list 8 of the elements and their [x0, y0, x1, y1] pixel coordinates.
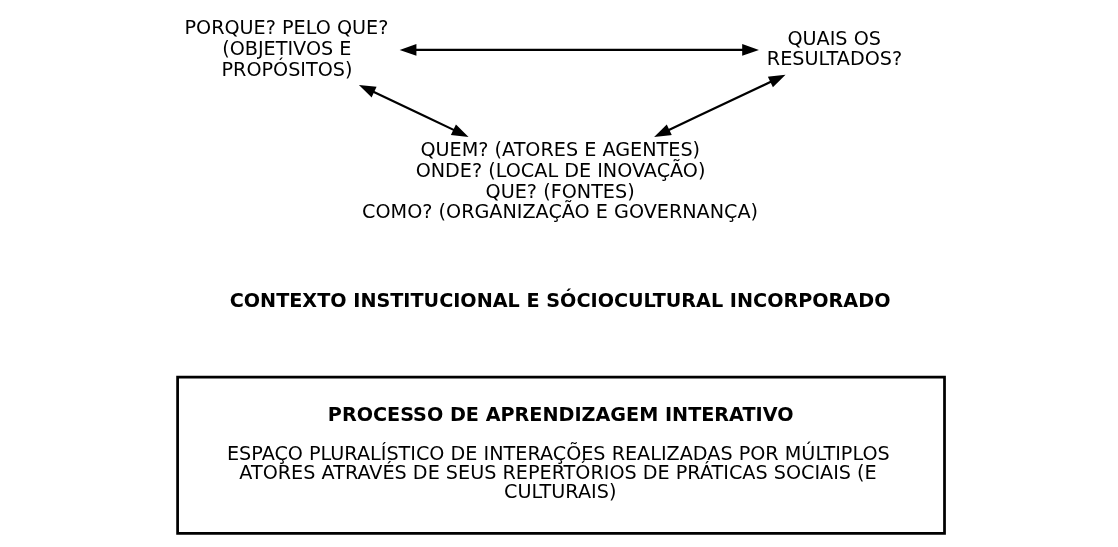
arrow	[358, 84, 469, 137]
arrow	[654, 74, 786, 137]
node-text: QUAIS OS RESULTADOS?	[766, 26, 903, 71]
node-text: QUEM? (ATORES E AGENTES) ONDE? (LOCAL DE INOVAÇÃO) QUE? (FONTES) COMO? (ORGANIZAÇÃO E GOVERNANÇA)	[362, 138, 759, 224]
label: CONTEXTO INSTITUCIONAL E SÓCIOCULTURAL INCORPORADO	[229, 288, 891, 312]
node-box: PROCESSO DE APRENDIZAGEM INTERATIVO ESPAÇO PLURALÍSTICO DE INTERAÇÕES REALIZADAS POR MÚLTIPLOS ATORES ATRAVÉS DE SEUS REPERTÓRIOS DE PRÁTICAS SOCIAIS (E CULTURAIS)	[176, 375, 946, 535]
arrow	[399, 44, 759, 56]
node-text: PORQUE? PELO QUE? (OBJETIVOS E PROPÓSITOS)	[184, 16, 389, 81]
